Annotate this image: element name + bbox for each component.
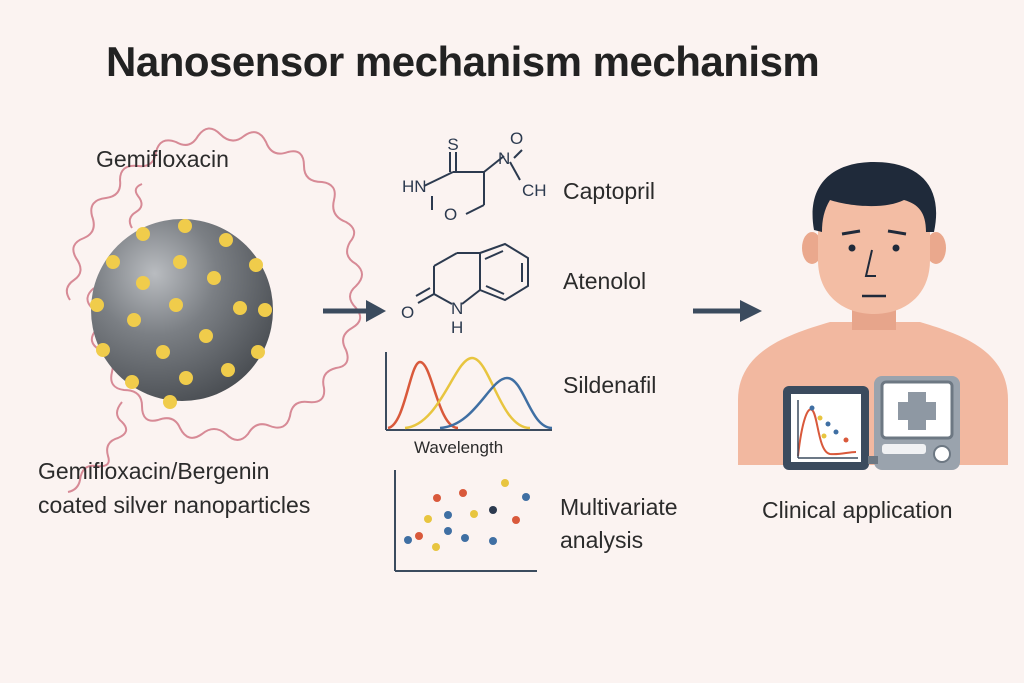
coating-tail-top: [128, 183, 143, 229]
atom-nh-h: H: [451, 318, 463, 337]
spectrum-curve-yellow: [404, 356, 531, 430]
person-left-ear: [802, 232, 822, 264]
atom-nh-n: N: [451, 299, 463, 318]
atom-o-carbonyl: O: [401, 303, 414, 322]
atom-s: S: [447, 135, 458, 154]
atom-o-top: O: [510, 129, 523, 148]
nanoparticle-caption-line2: coated silver nanoparticles: [38, 492, 311, 518]
arrow-right-icon: [323, 300, 386, 322]
person-torso: [738, 322, 1008, 465]
atom-hn: HN: [402, 177, 427, 196]
person-eye: [892, 244, 900, 252]
clinical-application-label: Clinical application: [762, 497, 953, 523]
diagram-title: Nanosensor mechanism mechanism: [106, 38, 820, 85]
arrow-right-icon: [693, 300, 762, 322]
person-face: [818, 170, 930, 314]
gemifloxacin-dots: [90, 219, 272, 409]
spectrum-curve-blue: [439, 376, 553, 430]
spectrum-xlabel: Wavelength: [414, 438, 504, 457]
drug-label-sildenafil: Sildenafil: [563, 372, 657, 398]
spectrum-curve-red: [387, 360, 459, 430]
atom-o-ring: O: [444, 205, 457, 224]
gemifloxacin-label: Gemifloxacin: [96, 146, 229, 172]
person-hair: [812, 162, 937, 232]
drug-label-atenolol: Atenolol: [563, 268, 647, 294]
silver-nanoparticle: [91, 219, 273, 401]
drug-label-multivariate: Multivariate: [560, 494, 678, 520]
coating-strand: [65, 127, 363, 441]
drug-label-captopril: Captopril: [563, 178, 656, 204]
coating-tail: [67, 401, 128, 493]
atom-n: N: [498, 149, 510, 168]
atom-ch: CH: [522, 181, 547, 200]
person-eye: [848, 244, 856, 252]
drug-label-analysis: analysis: [560, 527, 644, 553]
person-right-ear: [926, 232, 946, 264]
nanoparticle-caption-line1: Gemifloxacin/Bergenin: [38, 458, 270, 484]
